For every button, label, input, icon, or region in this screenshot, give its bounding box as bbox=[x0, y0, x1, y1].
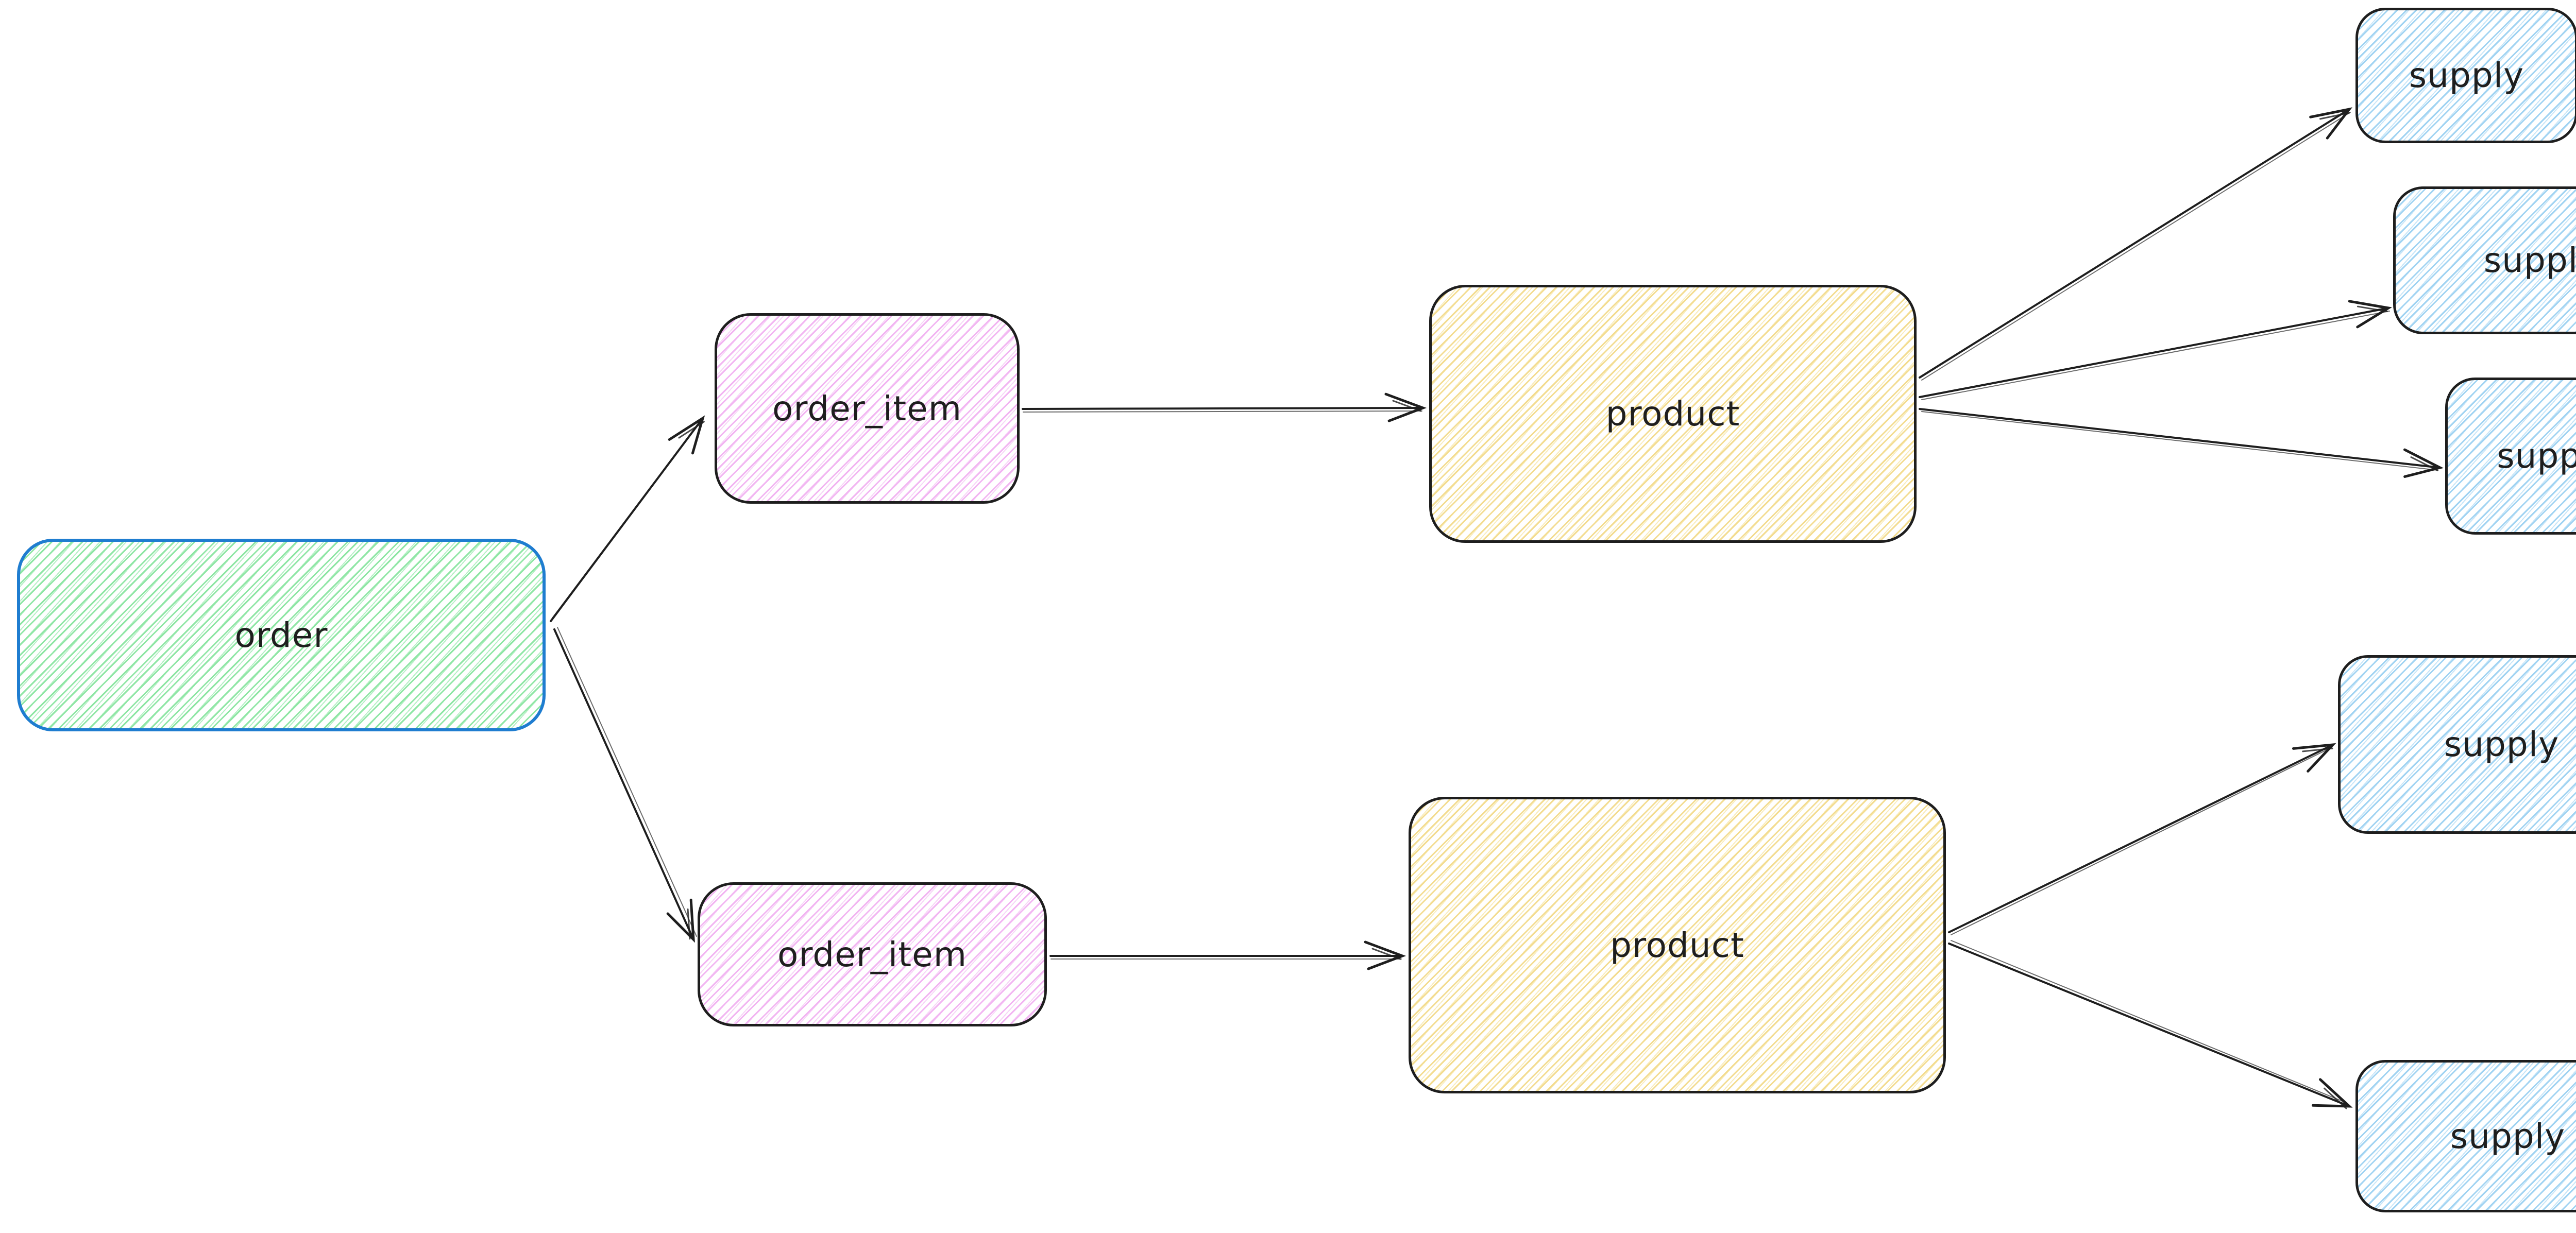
node-supply-4-label: supply bbox=[2444, 725, 2560, 764]
node-supply-1-label: supply bbox=[2409, 56, 2524, 95]
node-product-2[interactable]: product bbox=[1409, 797, 1946, 1093]
edge-product-1-to-supply-3[interactable] bbox=[1919, 408, 2444, 478]
node-supply-3[interactable]: supply bbox=[2445, 378, 2576, 535]
edge-product-1-to-supply-2[interactable] bbox=[1919, 300, 2392, 400]
edge-order-item-2-to-product-2[interactable] bbox=[1049, 940, 1406, 970]
node-product-1-label: product bbox=[1605, 394, 1740, 434]
node-product-2-label: product bbox=[1610, 925, 1744, 965]
node-order-item-1[interactable]: order_item bbox=[715, 313, 1020, 504]
node-order-label: order bbox=[234, 615, 328, 655]
node-product-1[interactable]: product bbox=[1429, 285, 1917, 543]
node-order-item-2[interactable]: order_item bbox=[698, 882, 1047, 1026]
node-supply-5[interactable]: supply bbox=[2355, 1060, 2576, 1212]
node-order-item-2-label: order_item bbox=[777, 934, 968, 974]
edge-product-2-to-supply-5[interactable] bbox=[1948, 940, 2353, 1109]
node-order-item-1-label: order_item bbox=[772, 388, 962, 429]
edge-order-to-order-item-2[interactable] bbox=[553, 627, 697, 943]
node-supply-1[interactable]: supply bbox=[2355, 8, 2576, 143]
node-order[interactable]: order bbox=[17, 539, 546, 731]
edge-order-to-order-item-1[interactable] bbox=[550, 415, 705, 622]
edge-product-2-to-supply-4[interactable] bbox=[1948, 743, 2336, 935]
edge-product-1-to-supply-1[interactable] bbox=[1919, 107, 2353, 381]
node-supply-3-label: supply bbox=[2497, 436, 2576, 476]
edge-order-item-1-to-product-1[interactable] bbox=[1022, 392, 1427, 422]
node-supply-4[interactable]: supply bbox=[2338, 655, 2576, 834]
node-supply-2[interactable]: supply bbox=[2393, 186, 2576, 334]
node-supply-5-label: supply bbox=[2450, 1116, 2566, 1156]
node-supply-2-label: supply bbox=[2483, 241, 2576, 280]
